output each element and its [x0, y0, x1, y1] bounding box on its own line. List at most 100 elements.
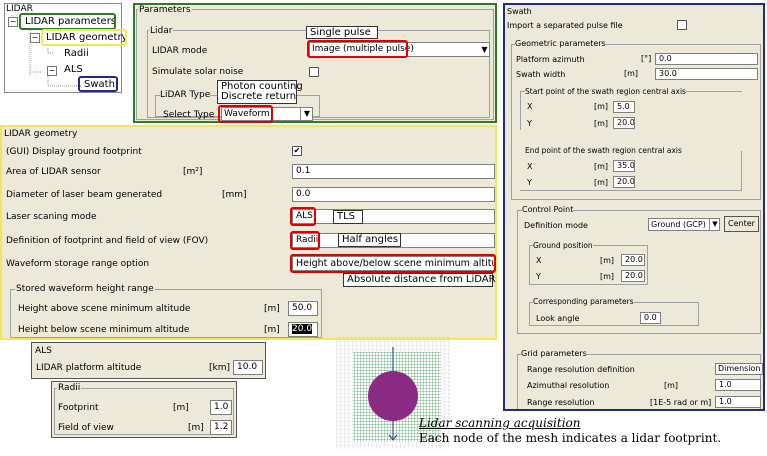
azimuth-value: 0.0 — [659, 54, 672, 63]
tree-item-swath[interactable]: Swath — [84, 79, 115, 90]
scan-mode-label: Laser scaning mode — [6, 212, 97, 222]
tree-item-als[interactable]: ALS — [64, 64, 83, 75]
diameter-value: 0.0 — [296, 189, 311, 199]
chevron-down-icon[interactable]: ▼ — [709, 218, 720, 231]
fov-radius-label: Field of view — [58, 423, 114, 433]
start-y-value: 20.0 — [617, 118, 635, 127]
scan-mode-select[interactable]: ALS — [292, 209, 495, 224]
start-x-input[interactable]: 5.0 — [613, 101, 635, 113]
annotation-half-angles: Half angles — [338, 233, 401, 247]
footprint-checkbox[interactable]: ✔ — [292, 146, 302, 156]
azimuth-label: Platform azimuth — [516, 55, 585, 64]
tree-root[interactable]: LIDAR — [6, 4, 33, 14]
start-x-value: 5.0 — [617, 102, 630, 111]
waveform-range-label: Waveform storage range option — [6, 259, 150, 269]
import-pulse-checkbox[interactable] — [677, 20, 687, 30]
end-x-input[interactable]: 35.0 — [613, 160, 635, 172]
lidar-type-select[interactable]: Waveform — [221, 107, 313, 121]
end-x-unit: [m] — [594, 162, 609, 171]
azimuthal-res-input[interactable]: 1.0 — [715, 379, 761, 391]
area-value: 0.1 — [296, 166, 311, 176]
expand-icon[interactable]: − — [30, 33, 40, 43]
expand-icon[interactable]: − — [47, 66, 57, 76]
annotation-absolute-distance: Absolute distance from LiDAR — [343, 273, 496, 287]
scan-mesh-illustration — [336, 337, 451, 449]
start-y-label: Y — [527, 119, 532, 128]
range-res-unit: [1E-5 rad or m] — [650, 398, 712, 407]
height-above-input[interactable]: 50.0 — [288, 301, 318, 316]
area-input[interactable]: 0.1 — [292, 164, 495, 179]
definition-mode-value: Ground (GCP) — [651, 220, 706, 229]
import-pulse-label: Import a separated pulse file — [507, 21, 623, 30]
end-x-label: X — [527, 162, 533, 171]
footprint-radius-input[interactable]: 1.0 — [210, 400, 232, 415]
caption-title: Lidar scanning acquisition — [419, 416, 581, 430]
height-below-label: Height below scene minimum altitude — [18, 325, 190, 335]
end-y-input[interactable]: 20.0 — [613, 176, 635, 188]
highlight-fov — [290, 231, 320, 250]
ground-y-value: 20.0 — [625, 271, 643, 280]
start-y-unit: [m] — [594, 119, 609, 128]
radii-panel — [51, 381, 237, 438]
definition-mode-select[interactable]: Ground (GCP) — [648, 218, 720, 231]
area-unit: [m²] — [183, 167, 203, 177]
height-below-input[interactable]: 20.0 — [288, 322, 318, 337]
lidar-group-title: Lidar — [149, 26, 174, 36]
highlight-green — [19, 13, 116, 30]
highlight-waveform-range — [290, 254, 496, 273]
look-angle-label: Look angle — [536, 314, 580, 323]
start-x-unit: [m] — [594, 102, 609, 111]
azimuth-input[interactable]: 0.0 — [655, 53, 758, 65]
ground-x-input[interactable]: 20.0 — [621, 254, 645, 266]
look-angle-input[interactable]: 0.0 — [640, 312, 661, 324]
lidar-mode-label: LIDAR mode — [152, 46, 208, 56]
annotation-single-pulse: Single pulse — [306, 26, 378, 39]
lidar-type-value: Waveform — [224, 109, 270, 119]
highlight-scan-mode — [290, 207, 316, 226]
footprint-label: (GUI) Display ground footprint — [6, 147, 142, 157]
als-title: ALS — [35, 346, 52, 356]
lidar-geometry-title: LIDAR geometry — [4, 129, 78, 139]
range-res-input[interactable]: 1.0 — [715, 396, 761, 408]
solar-noise-checkbox[interactable] — [309, 67, 319, 77]
parameters-panel — [133, 3, 497, 123]
fov-radius-input[interactable]: 1.2 — [210, 420, 232, 435]
height-below-unit: [m] — [264, 325, 280, 335]
platform-altitude-label: LIDAR platform altitude — [36, 363, 142, 373]
lidar-geometry-panel — [0, 125, 497, 340]
height-above-unit: [m] — [264, 304, 280, 314]
fov-radius-value: 1.2 — [214, 422, 229, 432]
height-above-value: 50.0 — [292, 303, 313, 313]
scan-arrow-icon — [388, 434, 398, 441]
range-def-select[interactable]: Dimension — [715, 363, 763, 375]
highlight-navy — [78, 76, 118, 92]
chevron-down-icon[interactable]: ▼ — [481, 45, 488, 54]
tree-item-parameters[interactable]: LIDAR parameters — [25, 16, 117, 27]
footprint-radius-label: Footprint — [58, 403, 99, 413]
height-above-label: Height above scene minimum altitude — [18, 304, 191, 314]
center-button[interactable]: Center — [724, 216, 759, 232]
azimuth-unit: [°] — [641, 54, 652, 63]
highlight-lidar-type — [218, 105, 273, 123]
tree-item-radii[interactable]: Radii — [64, 48, 89, 59]
tree-item-geometry[interactable]: LIDAR geometry — [46, 32, 128, 43]
ground-y-input[interactable]: 20.0 — [621, 270, 645, 282]
end-y-value: 20.0 — [617, 177, 635, 186]
end-point-title: End point of the swath region central ax… — [525, 146, 682, 155]
end-y-label: Y — [527, 178, 532, 187]
chevron-down-icon[interactable]: ▼ — [300, 107, 313, 121]
start-y-input[interactable]: 20.0 — [613, 117, 635, 129]
swath-width-input[interactable]: 30.0 — [655, 68, 758, 80]
end-point-group — [520, 151, 742, 191]
platform-altitude-input[interactable]: 10.0 — [233, 360, 263, 375]
geometric-params-group — [511, 44, 761, 200]
expand-icon[interactable]: − — [8, 17, 18, 27]
swath-width-unit: [m] — [624, 69, 639, 78]
diameter-input[interactable]: 0.0 — [292, 187, 495, 202]
ground-x-value: 20.0 — [625, 255, 643, 264]
select-type-label: Select Type — [163, 110, 215, 120]
look-angle-value: 0.0 — [644, 313, 657, 322]
ground-x-label: X — [536, 256, 542, 265]
height-below-value: 20.0 — [292, 324, 313, 334]
solar-noise-label: Simulate solar noise — [152, 67, 244, 77]
